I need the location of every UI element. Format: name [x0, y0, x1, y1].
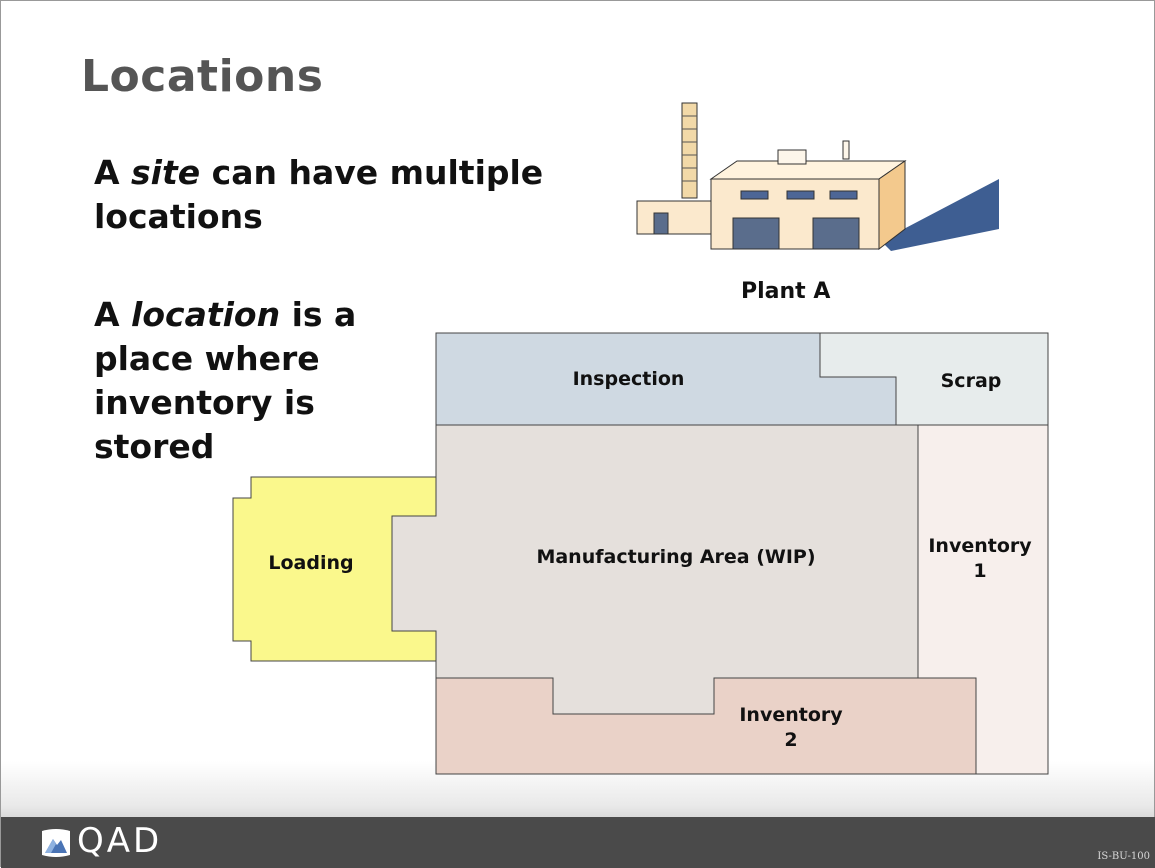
factory-roof — [709, 160, 907, 180]
label-inventory1-line2: 1 — [973, 560, 987, 582]
label-inventory2-line2: 2 — [784, 729, 798, 751]
slide-title: Locations — [81, 51, 324, 102]
label-inspection: Inspection — [572, 368, 685, 390]
slide-code: IS-BU-100 — [1097, 851, 1150, 862]
region-inspection — [435, 332, 897, 426]
qad-logo-icon — [42, 829, 70, 857]
plant-label: Plant A — [741, 279, 831, 304]
label-inventory2-line1: Inventory — [739, 704, 843, 726]
site-diagram — [232, 102, 1049, 775]
bullet-site: A site can have multiple locations — [94, 151, 574, 239]
bullet-location-after: is a place where inventory is stored — [94, 295, 357, 466]
bullet-location: A location is a place where inventory is… — [94, 293, 414, 469]
qad-logo-text: QAD — [77, 821, 163, 861]
factory-side — [878, 160, 906, 251]
region-loading — [232, 476, 437, 662]
label-inventory2: Inventory 2 — [726, 703, 856, 753]
label-inventory1: Inventory 1 — [921, 534, 1039, 584]
label-manufacturing: Manufacturing Area (WIP) — [536, 546, 816, 568]
label-scrap: Scrap — [940, 370, 1002, 392]
bullet-site-before: A — [94, 153, 132, 192]
bullet-location-emphasis: location — [131, 295, 281, 334]
bullet-location-before: A — [94, 295, 132, 334]
factory-annex — [636, 200, 714, 235]
bullet-site-emphasis: site — [131, 153, 201, 192]
factory-icon — [636, 102, 999, 251]
factory-shadow — [881, 179, 999, 251]
footer-bar: QAD IS-BU-100 — [1, 817, 1155, 868]
factory-chimney — [681, 102, 698, 199]
label-inventory1-line1: Inventory — [928, 535, 1032, 557]
bullet-site-after: can have multiple locations — [94, 153, 544, 236]
label-loading: Loading — [268, 552, 354, 574]
